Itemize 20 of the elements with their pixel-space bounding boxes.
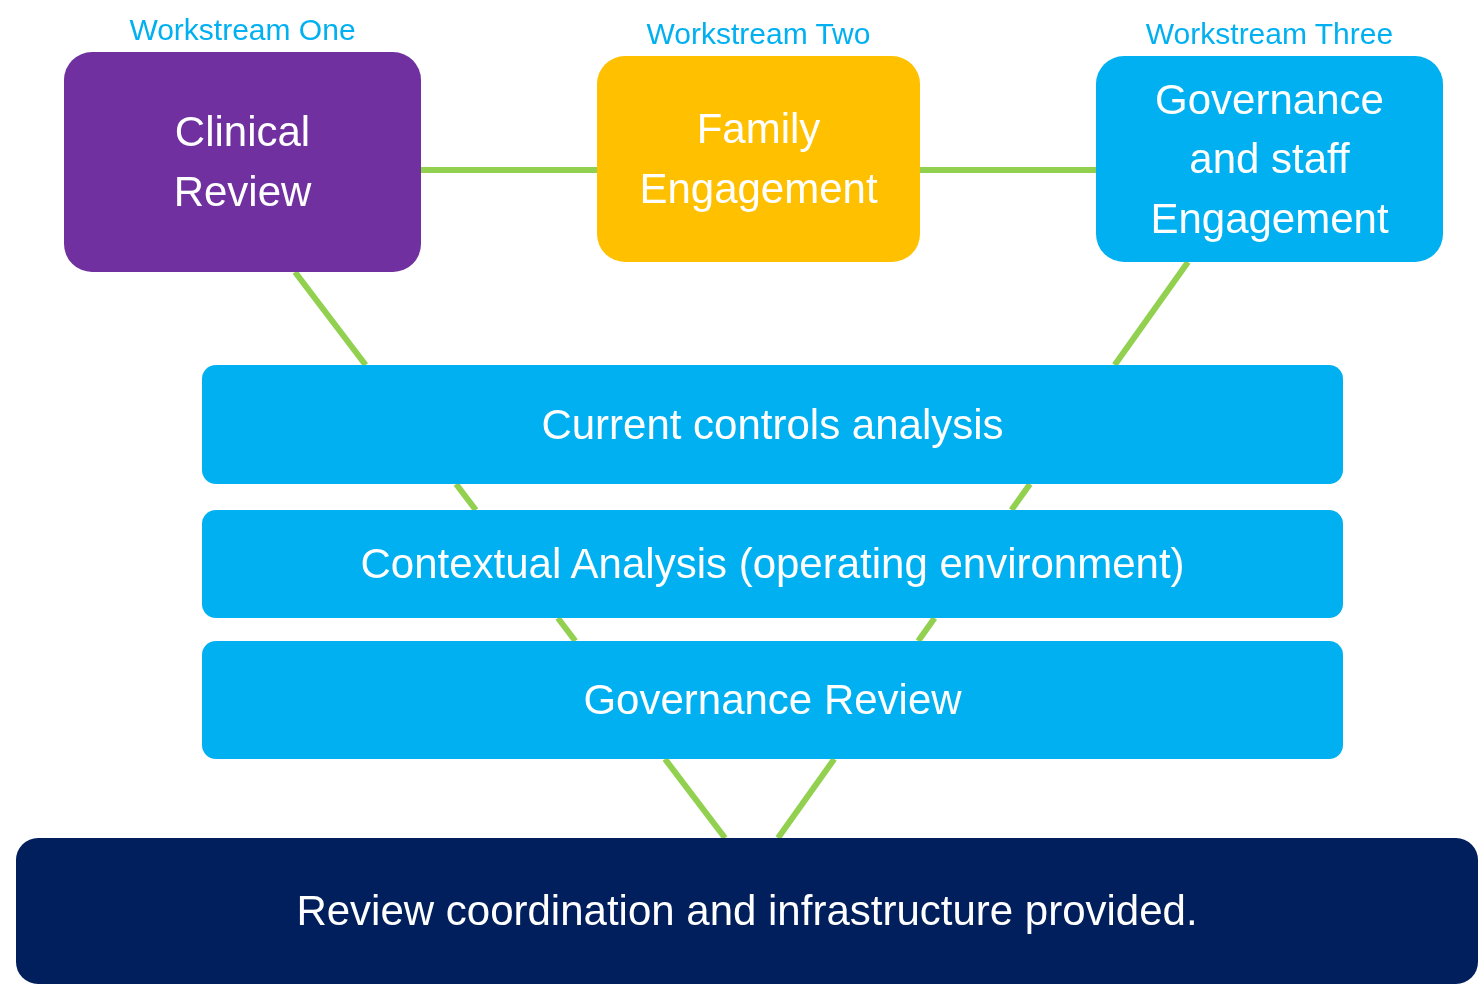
box-text: Governance Review bbox=[583, 675, 962, 726]
connector-line bbox=[1009, 482, 1033, 512]
connector-line bbox=[555, 616, 578, 643]
connector-line bbox=[775, 757, 837, 840]
box-text: Clinical Review bbox=[172, 107, 313, 217]
connector-line bbox=[1112, 260, 1191, 367]
workstream-heading: Workstream Three bbox=[1145, 16, 1394, 52]
connector-line bbox=[421, 167, 597, 173]
connector-line bbox=[915, 616, 938, 643]
workstream-heading: Workstream Two bbox=[646, 16, 871, 52]
connector-line bbox=[662, 757, 728, 840]
box-text: Review coordination and infrastructure provided. bbox=[296, 886, 1198, 937]
box-text: Current controls analysis bbox=[541, 399, 1004, 450]
box-text: Governance and staff Engagement bbox=[1149, 74, 1390, 244]
box-text: Family Engagement bbox=[638, 104, 879, 214]
workstream-heading: Workstream One bbox=[129, 12, 356, 48]
connector-line bbox=[292, 270, 369, 367]
box-text: Contextual Analysis (operating environment) bbox=[360, 539, 1185, 590]
connector-line bbox=[920, 167, 1096, 173]
connector-line bbox=[453, 482, 479, 512]
